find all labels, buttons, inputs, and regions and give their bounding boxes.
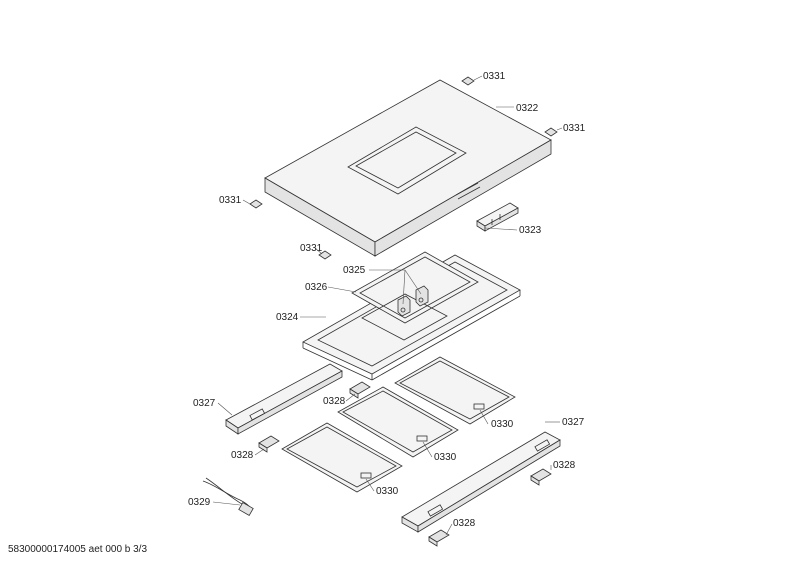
label-0328-b: 0328	[231, 450, 254, 461]
label-0328-d: 0328	[453, 518, 476, 529]
part-0330-filter-top	[394, 356, 516, 425]
part-0326-mounting-plate	[351, 251, 479, 341]
label-0328-a: 0328	[323, 396, 346, 407]
document-id-footer: 58300000174005 aet 000 b 3/3	[8, 544, 147, 555]
part-0331-pad-top	[461, 76, 475, 86]
part-0331-pad-bottom	[318, 250, 332, 260]
label-0323: 0323	[519, 225, 542, 236]
part-0331-pad-right	[544, 127, 558, 137]
label-0330-bottom: 0330	[376, 486, 399, 497]
label-0326: 0326	[305, 282, 328, 293]
label-0330-middle: 0330	[434, 452, 457, 463]
label-0331-right: 0331	[563, 123, 586, 134]
part-0330-filter-middle	[337, 386, 459, 458]
label-0329: 0329	[188, 497, 211, 508]
label-0331-top: 0331	[483, 71, 506, 82]
label-0322: 0322	[516, 103, 539, 114]
label-0328-c: 0328	[553, 460, 576, 471]
part-0331-pad-left	[249, 199, 263, 209]
label-0331-bottom: 0331	[300, 243, 323, 254]
label-0330-top: 0330	[491, 419, 514, 430]
part-0323-control-module	[476, 202, 519, 232]
part-0322-cover	[264, 79, 552, 257]
part-0328-clip-b	[258, 435, 280, 453]
part-0329-cable	[202, 477, 254, 517]
leader-lines	[212, 75, 563, 536]
part-0328-clip-c	[530, 468, 552, 486]
part-0327-rail-left	[225, 363, 343, 435]
part-0325-bracket-left	[397, 295, 411, 317]
label-0331-left: 0331	[219, 195, 242, 206]
part-0328-clip-d	[428, 529, 450, 547]
label-0327-right: 0327	[562, 417, 585, 428]
label-0324: 0324	[276, 312, 299, 323]
label-0327-left: 0327	[193, 398, 216, 409]
part-0328-clip-a	[349, 381, 371, 399]
label-0325: 0325	[343, 265, 366, 276]
part-0330-filter-bottom	[281, 422, 403, 493]
part-0327-rail-right	[401, 431, 561, 533]
